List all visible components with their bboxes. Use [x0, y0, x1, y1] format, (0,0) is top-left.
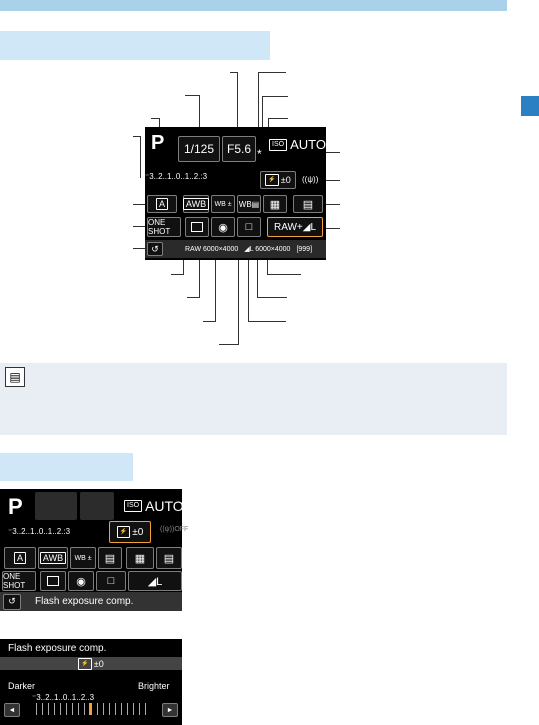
flash-comp-icon: ⚡ [116, 526, 131, 538]
wb-shift[interactable]: WB ± [211, 195, 235, 213]
flash-comp-icon: ⚡ [265, 174, 279, 186]
flash-exposure-comp-screen: Flash exposure comp. ⚡ ±0 Darker Brighte… [0, 639, 182, 725]
comp-scale: ⁻3..2..1..0..1..2..3 [32, 693, 95, 702]
drive-mode[interactable]: □ [237, 217, 261, 237]
darker-label: Darker [8, 681, 36, 691]
flash-comp-icon: ⚡ [78, 657, 92, 670]
picture-style[interactable]: A [147, 195, 177, 213]
quick-control-screen-main: P 1/125 F5.6 * ISO AUTO ⁻3..2..1..0..1..… [145, 127, 326, 260]
brighter-label: Brighter [138, 681, 170, 691]
wb-bracketing[interactable]: ▤ [98, 547, 122, 569]
back-button[interactable]: ↺ [3, 593, 21, 610]
awb-icon: AWB [182, 198, 210, 210]
shooting-mode[interactable]: P [8, 494, 23, 519]
custom-controls[interactable]: ▤ [156, 547, 182, 569]
note-box: ▤ [0, 363, 507, 435]
exposure-level-indicator[interactable]: ⁻3..2..1..0..1..2.:3 [8, 527, 71, 536]
shutter-speed[interactable]: 1/125 [178, 136, 220, 162]
white-balance[interactable]: AWB [182, 195, 210, 213]
iso-icon: ISO [124, 500, 143, 512]
aperture-blank[interactable] [80, 492, 114, 520]
section-heading-bar [0, 31, 270, 60]
image-quality[interactable]: ◢L [128, 571, 182, 591]
picture-style-icon: A [13, 552, 26, 564]
flash-exposure-comp[interactable]: ⚡ ±0 [109, 521, 151, 543]
shutter-speed-blank[interactable] [35, 492, 77, 520]
exposure-level-indicator[interactable]: ⁻3..2..1..0..1..2.:3 [145, 172, 208, 181]
screen-title: Flash exposure comp. [8, 643, 107, 654]
awb-icon: AWB [39, 552, 67, 564]
current-value-bar: ⚡ ±0 [0, 657, 182, 670]
flash-exposure-comp[interactable]: ⚡ ±0 [260, 171, 296, 189]
wifi-icon: ((ψ)) [302, 175, 319, 184]
picture-style[interactable]: A [4, 547, 36, 569]
metering-mode[interactable]: ◉ [68, 571, 94, 591]
picture-style-icon: A [155, 198, 168, 210]
top-header-bar [0, 0, 507, 11]
auto-lighting-optimizer[interactable]: ▦ [126, 547, 154, 569]
item-label: Flash exposure comp. [35, 596, 134, 607]
shooting-mode[interactable]: P [151, 132, 165, 154]
iso-setting[interactable]: ISO AUTO [269, 137, 326, 152]
wb-bracketing[interactable]: WB▤ [237, 195, 261, 213]
quick-control-screen-flash: P ISO AUTO ⁻3..2..1..0..1..2.:3 ⚡ ±0 ((ψ… [0, 489, 188, 611]
aperture-value[interactable]: F5.6 [222, 136, 256, 162]
metering-mode[interactable]: ◉ [211, 217, 235, 237]
wb-shift[interactable]: WB ± [70, 547, 96, 569]
af-area-icon[interactable] [185, 217, 209, 237]
af-operation[interactable]: ONE SHOT [2, 571, 36, 591]
note-icon: ▤ [5, 367, 25, 387]
iso-icon: ISO [269, 138, 288, 151]
iso-setting[interactable]: ISO AUTO [124, 498, 184, 514]
scale-ticks[interactable] [36, 703, 146, 715]
custom-controls[interactable]: ▤ [293, 195, 323, 213]
side-chapter-tab [521, 96, 539, 116]
white-balance[interactable]: AWB [38, 547, 68, 569]
decrease-button[interactable]: ◄ [4, 703, 20, 717]
status-bar: ↺ Flash exposure comp. [0, 592, 182, 611]
af-operation[interactable]: ONE SHOT [147, 217, 181, 237]
back-button[interactable]: ↺ [147, 242, 163, 256]
auto-lighting-optimizer[interactable]: ▦ [263, 195, 287, 213]
section-heading-bar-2 [0, 453, 133, 481]
status-bar: ↺ RAW 6000×4000 ◢L 6000×4000 [999] [145, 240, 326, 258]
drive-mode[interactable]: □ [96, 571, 126, 591]
ae-lock-icon: * [257, 147, 262, 161]
wifi-off-icon: ((ψ))OFF [160, 526, 189, 533]
increase-button[interactable]: ► [162, 703, 178, 717]
af-area-icon[interactable] [40, 571, 66, 591]
image-quality[interactable]: RAW+◢L [267, 217, 323, 237]
